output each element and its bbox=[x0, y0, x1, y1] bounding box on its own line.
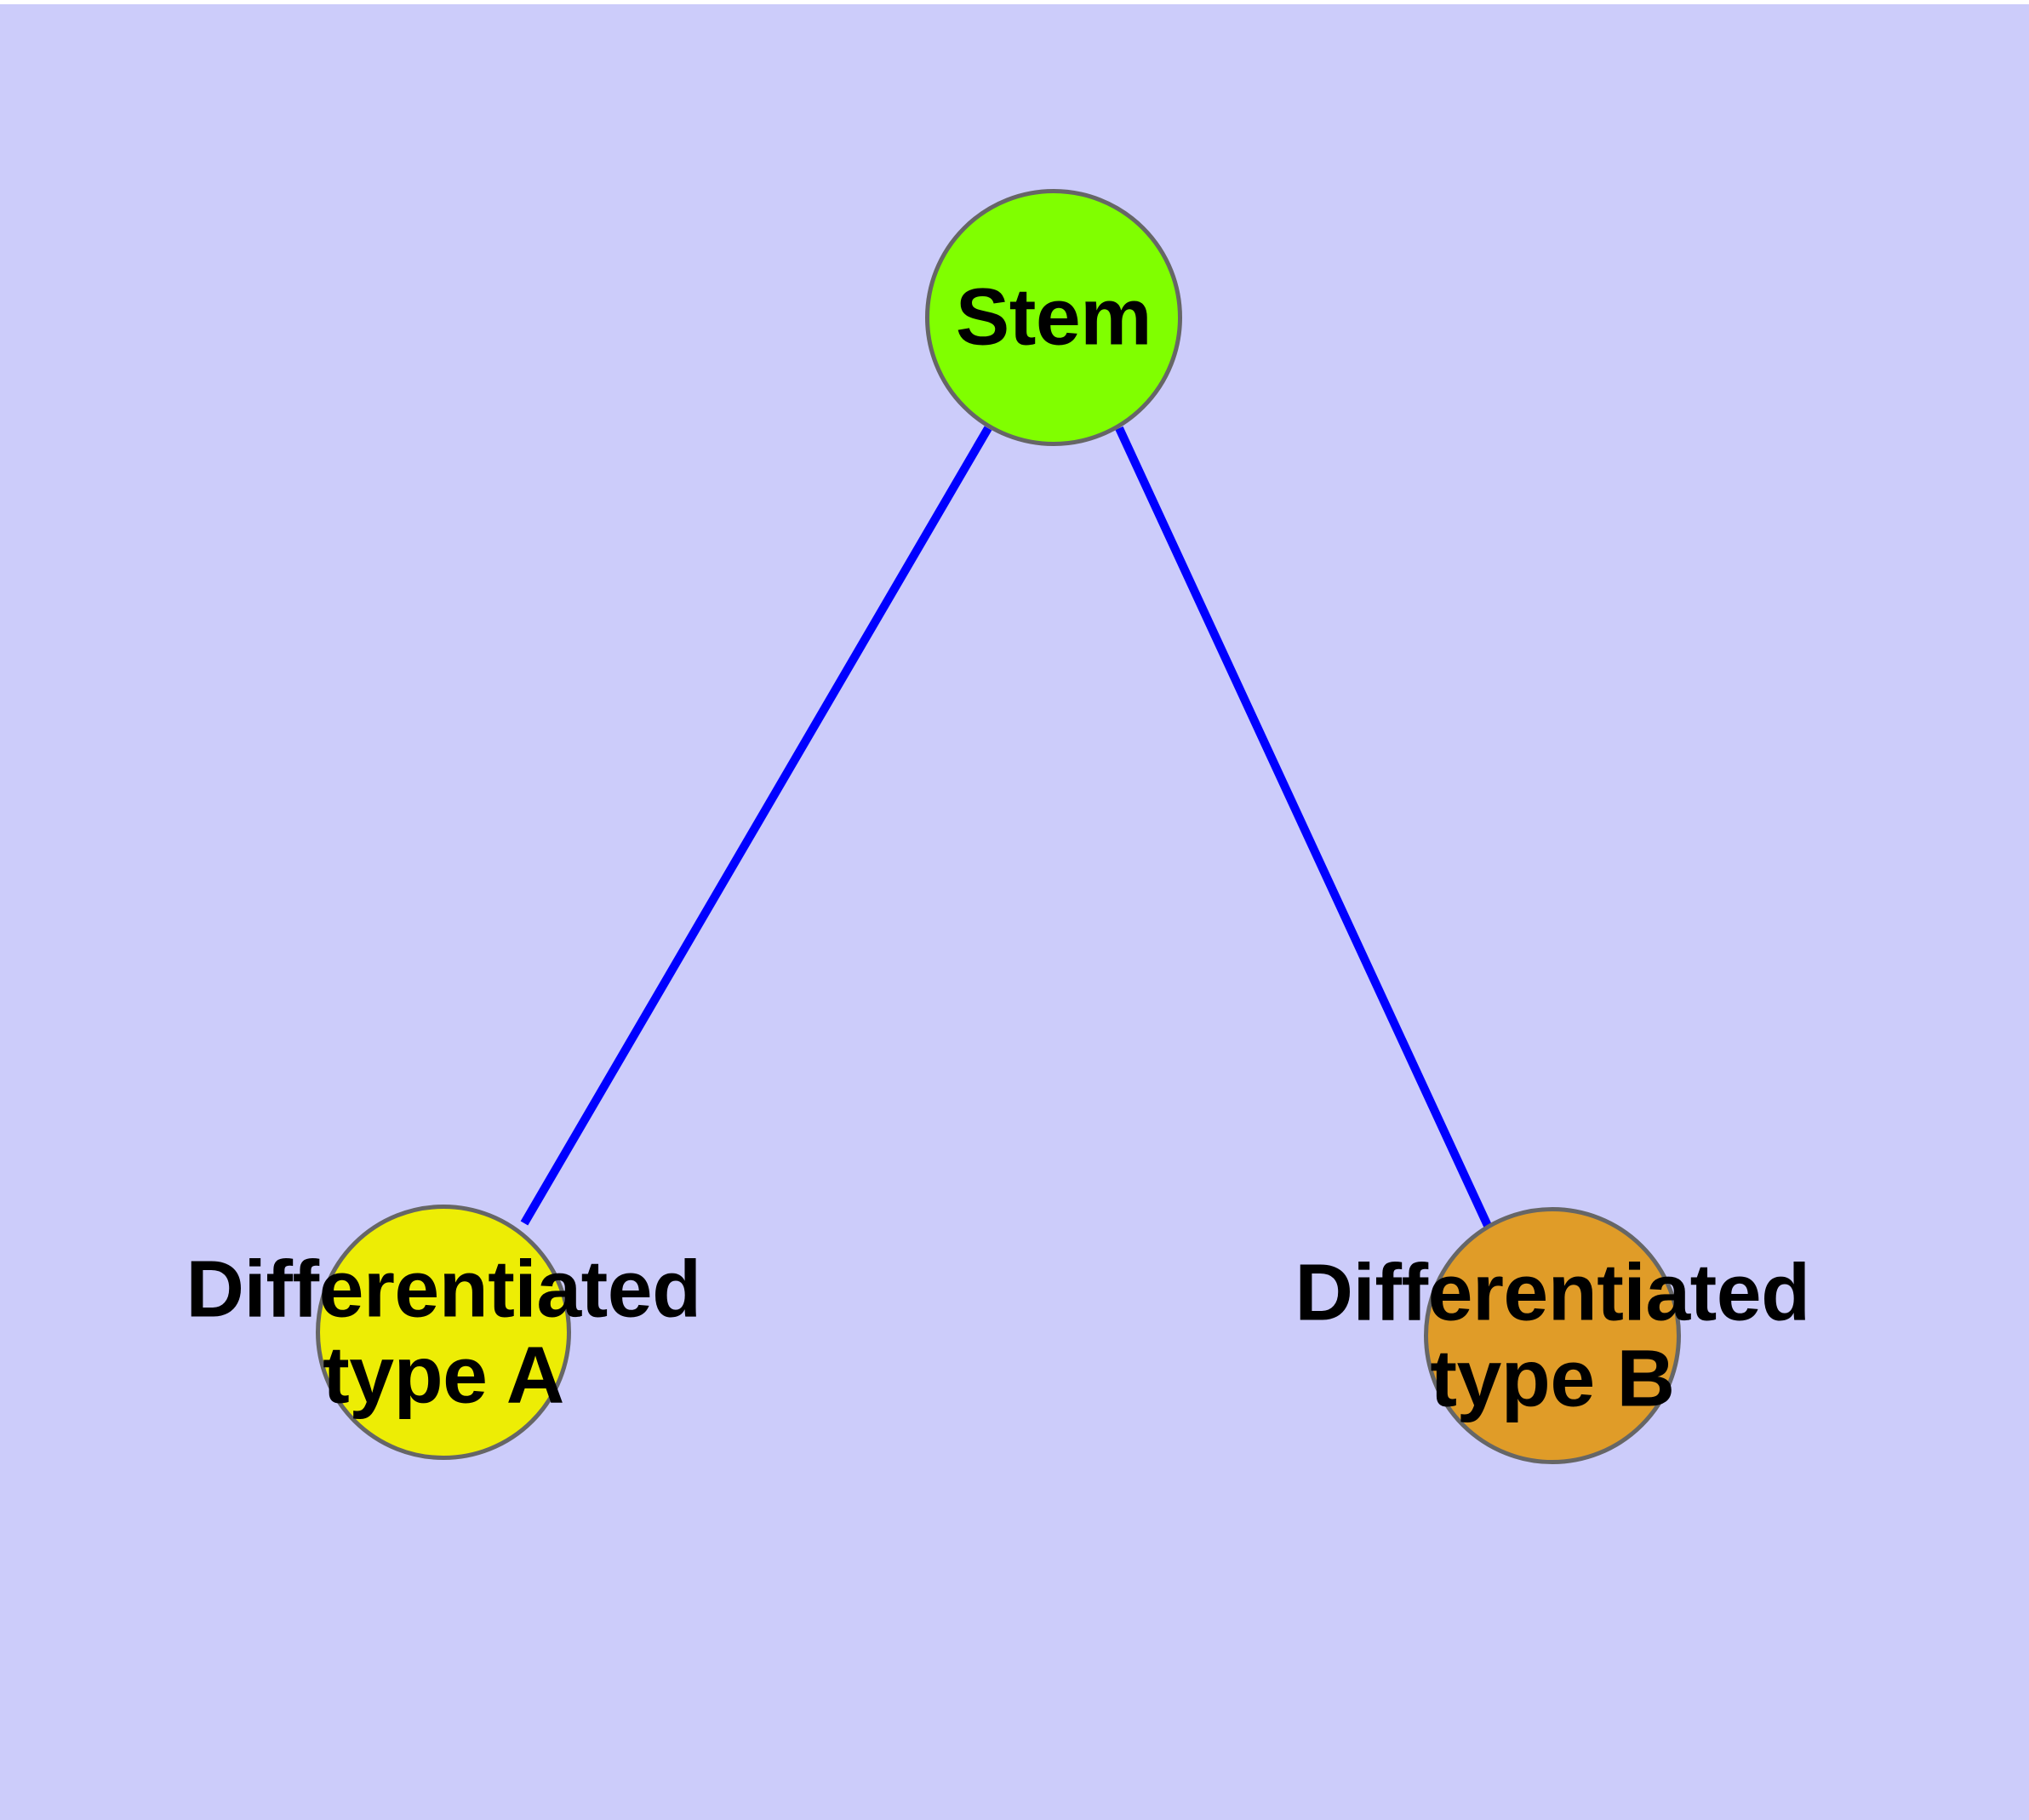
node-circle-stem[interactable] bbox=[925, 189, 1182, 446]
edges-group bbox=[520, 426, 1493, 1230]
top-white-strip bbox=[0, 0, 2029, 4]
node-circle-diff-b[interactable] bbox=[1424, 1207, 1681, 1464]
edge-stem-to-diff-b bbox=[1115, 426, 1493, 1230]
node-circle-diff-a[interactable] bbox=[316, 1205, 571, 1460]
edge-stem-to-diff-a bbox=[520, 426, 992, 1226]
nodes-group bbox=[316, 189, 1681, 1464]
